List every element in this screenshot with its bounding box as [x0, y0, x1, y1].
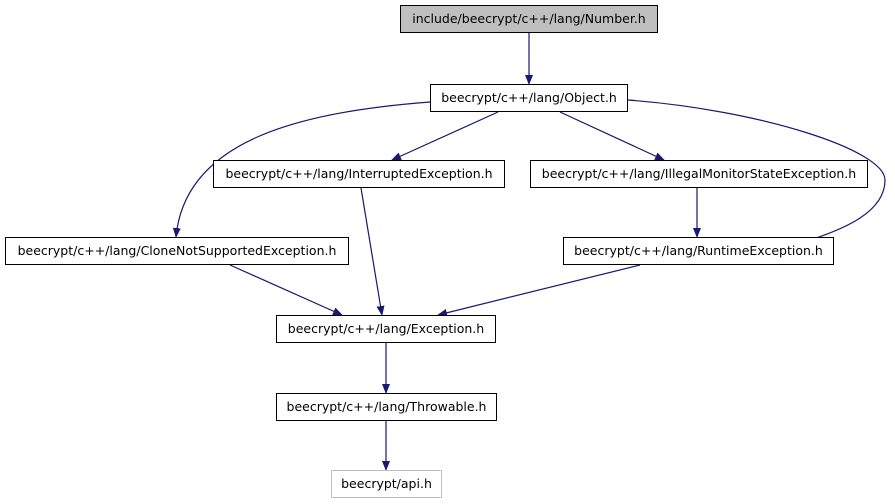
edge-runtime-to-exception	[437, 264, 641, 317]
edge-clone_not_supported-to-exception	[229, 264, 343, 316]
node-illegal-monitor-state-exception-h[interactable]: beecrypt/c++/lang/IllegalMonitorStateExc…	[530, 160, 868, 188]
edge-object-to-runtime	[627, 99, 886, 249]
node-object-h[interactable]: beecrypt/c++/lang/Object.h	[430, 84, 628, 112]
edge-object-to-clone_not_supported	[172, 101, 431, 238]
edge-interrupted-to-exception	[360, 187, 385, 316]
node-runtime-exception-h[interactable]: beecrypt/c++/lang/RuntimeException.h	[563, 237, 834, 265]
node-api-h: beecrypt/api.h	[331, 470, 442, 498]
node-clone-not-supported-exception-h[interactable]: beecrypt/c++/lang/CloneNotSupportedExcep…	[5, 237, 349, 265]
node-exception-h[interactable]: beecrypt/c++/lang/Exception.h	[276, 315, 496, 343]
node-throwable-h[interactable]: beecrypt/c++/lang/Throwable.h	[276, 393, 497, 421]
node-interrupted-exception-h[interactable]: beecrypt/c++/lang/InterruptedException.h	[213, 160, 505, 188]
edge-object-to-interrupted	[391, 111, 499, 161]
node-number-h[interactable]: include/beecrypt/c++/lang/Number.h	[400, 5, 658, 33]
edge-object-to-illegal_monitor	[559, 111, 665, 161]
